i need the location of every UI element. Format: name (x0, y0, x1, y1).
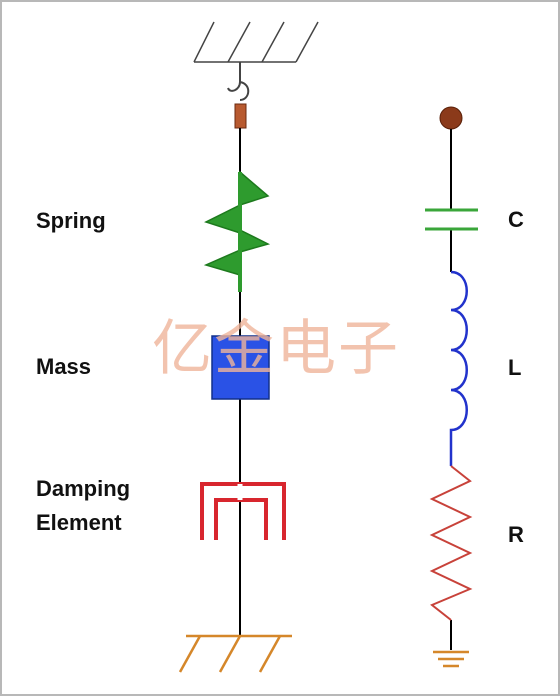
resistor (429, 465, 473, 621)
inductor (449, 270, 468, 466)
mechanical-ground (178, 634, 292, 673)
label-capacitor: C (508, 207, 524, 232)
label-inductor: L (508, 355, 522, 380)
hook (227, 62, 250, 101)
label-spring: Spring (36, 208, 106, 233)
label-element: Element (36, 510, 122, 535)
watermark: 亿金电子 (152, 314, 400, 384)
ceiling-support (193, 21, 319, 63)
label-mass: Mass (36, 354, 92, 379)
damper (200, 482, 286, 540)
electrical-ground (433, 650, 469, 668)
label-damping: Damping (36, 476, 131, 501)
label-resistor: R (508, 522, 524, 547)
mass-block (211, 335, 270, 400)
spring (203, 170, 271, 292)
capacitor (425, 208, 478, 231)
hook-connector (234, 103, 247, 129)
terminal-node (439, 106, 463, 130)
